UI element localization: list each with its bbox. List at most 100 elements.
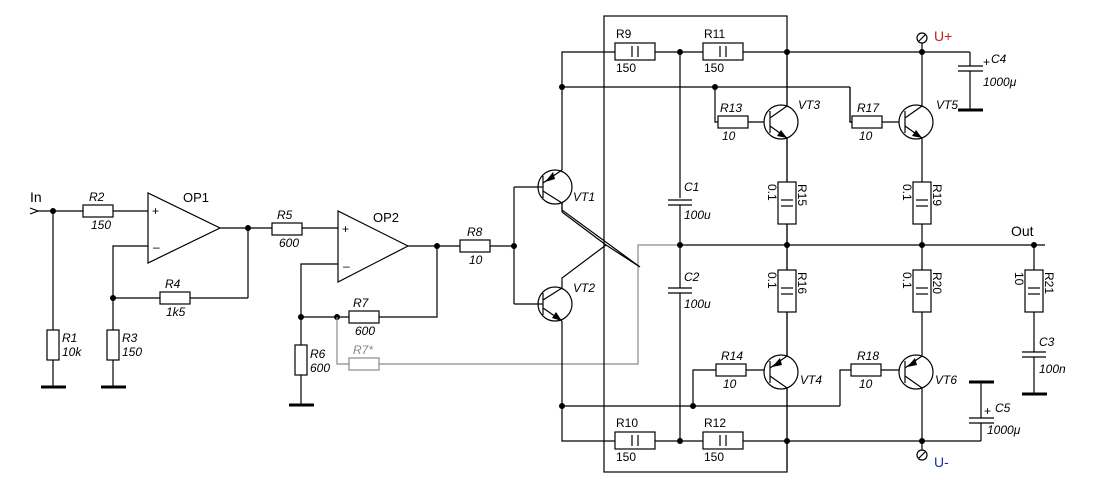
r3-value: 150 [122, 345, 142, 359]
vt6-ref: VT6 [935, 373, 957, 387]
op2-plus: + [342, 222, 349, 236]
supply-positive-label: U+ [934, 28, 952, 44]
op1-minus: – [153, 240, 160, 254]
transistor-vt4: VT4 [763, 354, 822, 390]
resistor-r1: R1 10k [46, 329, 82, 361]
r6-ref: R6 [310, 347, 326, 361]
vt5-ref: VT5 [936, 98, 958, 112]
resistor-r5: R5 600 [271, 208, 303, 250]
resistor-r11: R11 150 [702, 27, 744, 75]
r18-value: 10 [859, 377, 873, 391]
r16-ref: R16 [795, 272, 809, 294]
r16-value: 0.1 [765, 272, 779, 289]
r4-value: 1k5 [166, 305, 186, 319]
c3-ref: C3 [1039, 335, 1055, 349]
resistor-r7-optional: R7* [348, 343, 380, 371]
r10-ref: R10 [616, 416, 638, 430]
transistor-vt5: VT5 [898, 98, 958, 140]
resistor-r18: R18 10 [850, 349, 882, 391]
r7-ref: R7 [353, 296, 370, 310]
resistor-r7: R7 600 [348, 296, 380, 338]
r20-ref: R20 [930, 272, 944, 294]
capacitor-c1: C1 100u [668, 180, 711, 222]
resistor-r16: R16 0.1 [765, 269, 809, 313]
r12-value: 150 [704, 450, 724, 464]
input-terminal: In [29, 189, 42, 215]
r1-ref: R1 [62, 331, 77, 345]
c5-value: 1000μ [987, 423, 1021, 437]
c2-ref: C2 [684, 270, 700, 284]
c5-ref: C5 [995, 401, 1011, 415]
r18-ref: R18 [857, 349, 879, 363]
c2-value: 100u [684, 297, 711, 311]
capacitor-c3: C3 100n [1022, 335, 1066, 376]
resistor-r9: R9 150 [614, 27, 656, 75]
r5-value: 600 [279, 236, 299, 250]
supply-positive-terminal: U+ [916, 28, 952, 52]
resistor-r15: R15 0.1 [765, 181, 809, 225]
r14-value: 10 [723, 377, 737, 391]
transistor-vt3: VT3 [763, 98, 820, 140]
resistor-r12: R12 150 [702, 416, 744, 464]
c1-value: 100u [684, 208, 711, 222]
c5-polarity: + [984, 404, 991, 418]
r7-value: 600 [355, 324, 375, 338]
r11-ref: R11 [704, 27, 725, 41]
input-label: In [30, 189, 42, 205]
resistor-r8: R8 10 [459, 225, 491, 267]
resistor-r3: R3 150 [106, 329, 142, 361]
r8-value: 10 [469, 253, 483, 267]
r14-ref: R14 [721, 349, 743, 363]
r19-ref: R19 [930, 184, 944, 206]
r6-value: 600 [310, 361, 330, 375]
c4-ref: C4 [991, 52, 1007, 66]
r9-value: 150 [616, 61, 636, 75]
transistor-vt6: VT6 [898, 354, 957, 390]
transistor-vt1: VT1 [537, 169, 595, 205]
resistor-r21: R21 10 [1012, 269, 1056, 313]
resistor-r19: R19 0.1 [900, 181, 944, 225]
r1-value: 10k [62, 345, 82, 359]
r4-ref: R4 [165, 277, 181, 291]
capacitor-c5: + C5 1000μ [969, 380, 1021, 441]
resistor-r2: R2 150 [82, 190, 114, 232]
r2-ref: R2 [89, 190, 105, 204]
op2-ref: OP2 [373, 210, 399, 225]
op1-ref: OP1 [183, 190, 209, 205]
r21-ref: R21 [1042, 272, 1056, 294]
optional-feedback-wire [379, 244, 680, 365]
resistor-r14: R14 10 [715, 349, 747, 391]
r10-value: 150 [616, 450, 636, 464]
supply-negative-label: U- [934, 454, 949, 470]
r19-value: 0.1 [900, 184, 914, 201]
vt3-ref: VT3 [798, 98, 820, 112]
r15-value: 0.1 [765, 184, 779, 201]
resistor-r6: R6 600 [294, 344, 330, 376]
r12-ref: R12 [704, 416, 726, 430]
vt2-ref: VT2 [573, 281, 595, 295]
opamp-op1: + – OP1 [147, 190, 222, 264]
output-label: Out [1011, 223, 1034, 239]
c3-value: 100n [1039, 362, 1066, 376]
r2-value: 150 [91, 218, 111, 232]
r8-ref: R8 [467, 225, 483, 239]
resistor-r17: R17 10 [851, 101, 883, 143]
op1-plus: + [152, 204, 159, 218]
resistor-r4: R4 1k5 [159, 277, 191, 319]
r21-value: 10 [1012, 272, 1026, 286]
transistor-vt2: VT2 [537, 281, 595, 322]
r15-ref: R15 [795, 184, 809, 206]
c4-value: 1000μ [983, 75, 1017, 89]
r7-optional-ref: R7* [353, 343, 373, 357]
r13-value: 10 [722, 129, 736, 143]
vt1-ref: VT1 [573, 190, 595, 204]
opamp-op2: + – OP2 [337, 210, 410, 283]
capacitor-c4: + C4 1000μ [958, 52, 1017, 112]
resistor-r10: R10 150 [614, 416, 656, 464]
r5-ref: R5 [277, 208, 293, 222]
r17-ref: R17 [857, 101, 880, 115]
c1-ref: C1 [684, 180, 699, 194]
resistor-r13: R13 10 [717, 101, 749, 143]
r11-value: 150 [704, 61, 724, 75]
